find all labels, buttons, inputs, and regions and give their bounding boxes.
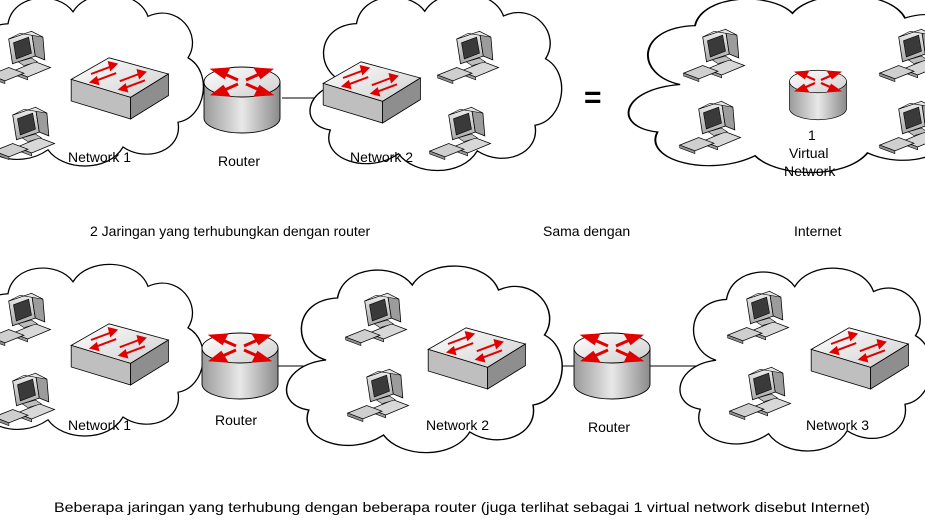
virtual-network-line3: Network — [784, 163, 836, 179]
top-caption-right: Internet — [794, 223, 842, 239]
bottom-network-1-label: Network 1 — [68, 417, 131, 433]
network-2-label: Network 2 — [350, 149, 413, 165]
bottom-caption: Beberapa jaringan yang terhubung dengan … — [54, 499, 870, 515]
bottom-router-2-icon — [572, 331, 652, 401]
bottom-network-2-label: Network 2 — [426, 417, 489, 433]
bottom-router-1-label: Router — [215, 412, 257, 428]
top-caption-middle: Sama dengan — [543, 223, 630, 239]
top-router-icon — [202, 65, 282, 135]
top-caption-left: 2 Jaringan yang terhubungkan dengan rout… — [90, 223, 371, 239]
bottom-router-1-icon — [200, 331, 280, 401]
top-router-label: Router — [218, 153, 260, 169]
top-row: Network 1 Router Network 2 = 1 Virtual N… — [0, 0, 925, 179]
network-1-label: Network 1 — [68, 149, 131, 165]
virtual-network-router-icon — [788, 69, 848, 121]
virtual-network-line1: 1 — [808, 127, 816, 143]
equals-sign: = — [584, 81, 602, 114]
bottom-network-3-label: Network 3 — [806, 417, 869, 433]
virtual-network-line2: Virtual — [789, 145, 828, 161]
bottom-row: Network 1 Router Network 2 Router Networ… — [0, 263, 925, 454]
bottom-router-2-label: Router — [588, 419, 630, 435]
